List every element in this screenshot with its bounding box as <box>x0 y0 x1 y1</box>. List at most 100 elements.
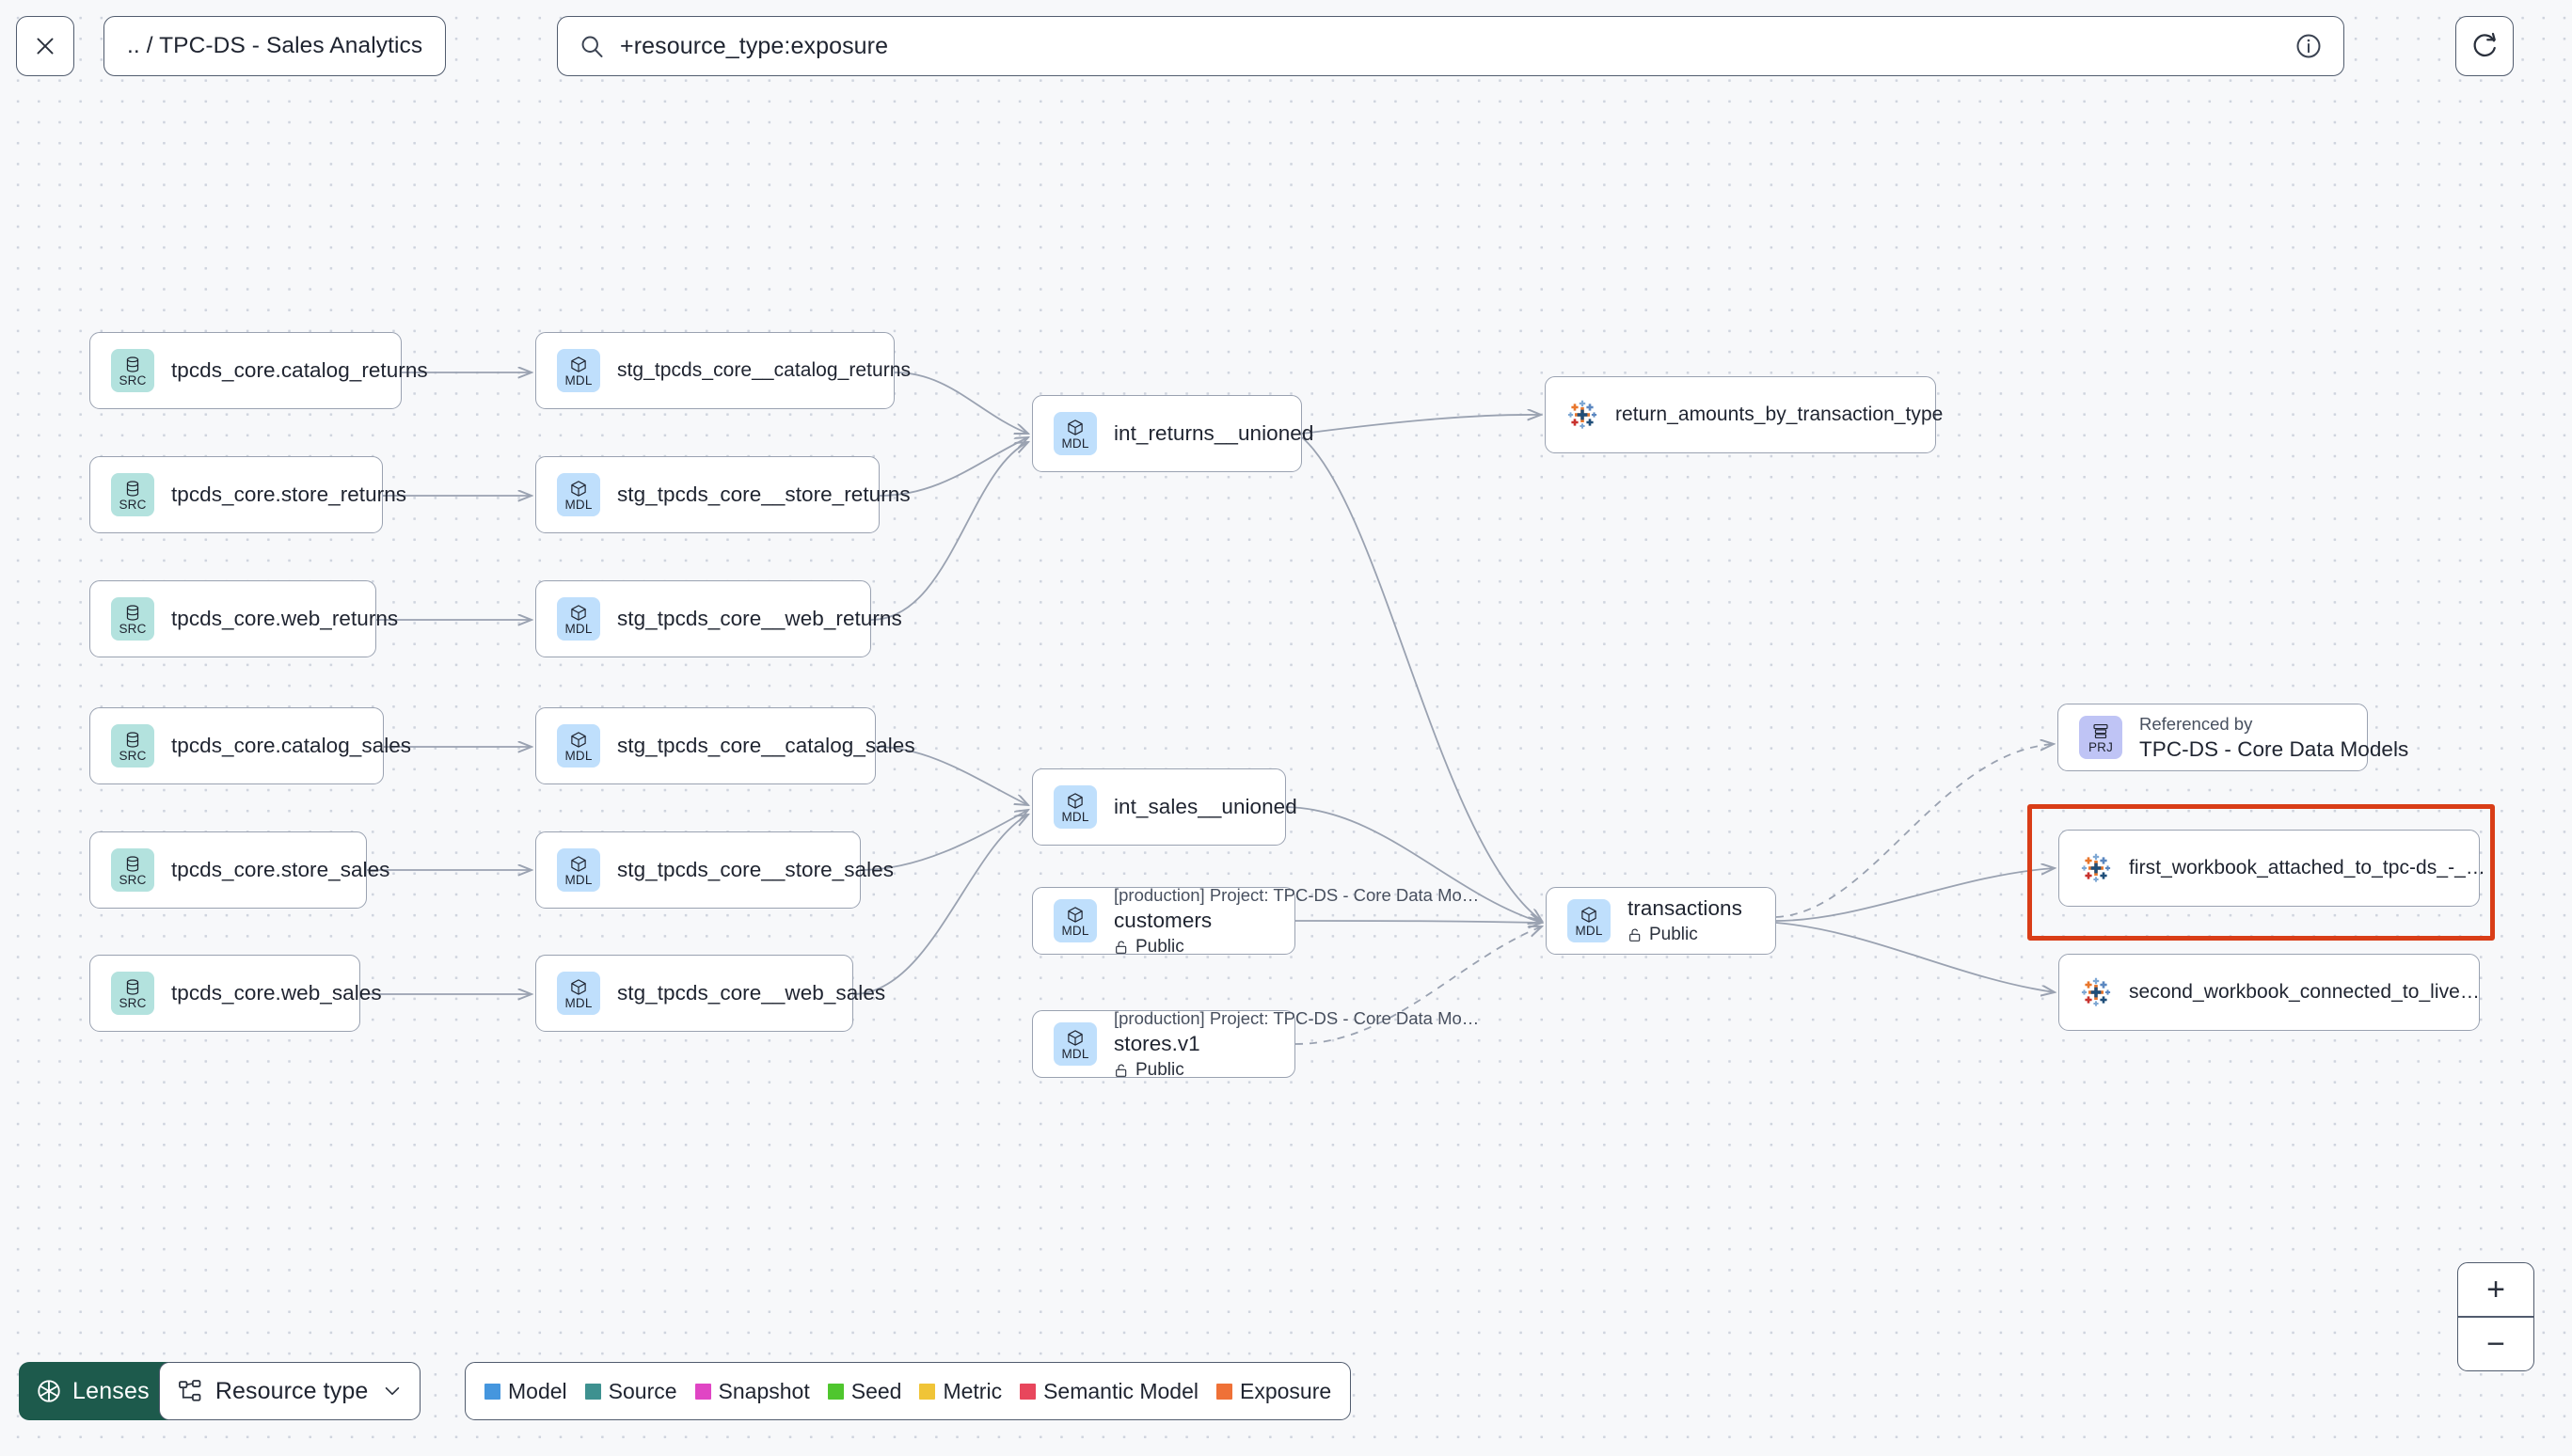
badge-type-label: MDL <box>564 872 593 887</box>
lineage-node-customers[interactable]: MDL [production] Project: TPC-DS - Core D… <box>1032 885 1479 957</box>
legend-item-source[interactable]: Source <box>584 1378 677 1404</box>
node-title: second_workbook_connected_to_live… <box>2129 981 2480 1003</box>
close-icon <box>37 38 54 55</box>
lineage-node-stores_v1[interactable]: MDL [production] Project: TPC-DS - Core D… <box>1032 1007 1480 1081</box>
info-icon[interactable] <box>2294 32 2323 60</box>
legend-label: Source <box>608 1378 677 1403</box>
node-privacy-label: Public <box>1135 936 1184 957</box>
badge-type-label: MDL <box>1061 923 1089 938</box>
zoom-divider <box>2458 1316 2533 1318</box>
legend-swatch <box>1216 1383 1232 1400</box>
node-body: int_sales__unioned <box>1114 795 1297 819</box>
node-body: [production] Project: TPC-DS - Core Data… <box>1114 885 1479 957</box>
node-title: stores.v1 <box>1114 1031 1200 1055</box>
badge-type-label: SRC <box>119 497 147 512</box>
mdl-badge: MDL <box>557 972 600 1015</box>
cube-icon <box>1068 906 1083 923</box>
node-body: stg_tpcds_core__store_sales <box>617 858 895 882</box>
project-stack-icon <box>2093 723 2108 738</box>
badge-type-label: MDL <box>564 372 593 388</box>
lenses-button[interactable]: Lenses <box>19 1362 168 1420</box>
refresh-button[interactable] <box>2455 16 2514 76</box>
mdl-badge: MDL <box>1054 785 1097 829</box>
node-title: int_returns__unioned <box>1114 421 1314 445</box>
cube-icon <box>571 731 586 748</box>
lineage-node-stg_catalog_returns[interactable]: MDL stg_tpcds_core__catalog_returns <box>535 332 912 409</box>
mdl-badge: MDL <box>557 597 600 641</box>
src-badge: SRC <box>111 848 154 892</box>
legend-swatch <box>584 1383 601 1400</box>
node-title: tpcds_core.web_returns <box>171 607 399 630</box>
badge-type-label: MDL <box>564 621 593 636</box>
resource-type-dropdown[interactable]: Resource type <box>158 1362 421 1420</box>
node-title: stg_tpcds_core__store_returns <box>617 483 911 506</box>
node-title: stg_tpcds_core__store_sales <box>617 858 895 881</box>
lineage-node-first_workbook[interactable]: first_workbook_attached_to_tpc-ds_-_… <box>2058 830 2485 907</box>
cube-icon <box>1068 792 1083 809</box>
cube-icon <box>1581 906 1596 923</box>
badge-type-label: MDL <box>564 748 593 763</box>
zoom-in-button[interactable]: + <box>2486 1272 2505 1308</box>
database-icon <box>126 604 139 621</box>
node-title: int_sales__unioned <box>1114 795 1297 818</box>
cube-icon <box>571 480 586 497</box>
node-meta-label: [production] Project: TPC-DS - Core Data… <box>1114 1007 1480 1028</box>
badge-type-label: MDL <box>1061 1046 1089 1061</box>
mdl-badge: MDL <box>557 724 600 768</box>
legend-item-snapshot[interactable]: Snapshot <box>694 1379 810 1404</box>
legend-item-seed[interactable]: Seed <box>827 1379 901 1404</box>
node-body: return_amounts_by_transaction_type <box>1615 404 1943 426</box>
lineage-node-stg_catalog_sales[interactable]: MDL stg_tpcds_core__catalog_sales <box>535 707 915 784</box>
node-title: stg_tpcds_core__catalog_returns <box>617 359 912 381</box>
legend-swatch <box>484 1383 500 1400</box>
lineage-node-transactions[interactable]: MDL transactions Public <box>1546 887 1776 955</box>
node-title: transactions <box>1627 896 1742 920</box>
breadcrumb[interactable]: .. / TPC-DS - Sales Analytics <box>103 16 447 76</box>
lineage-node-second_workbook[interactable]: second_workbook_connected_to_live… <box>2058 954 2480 1031</box>
badge-type-label: MDL <box>1575 923 1603 938</box>
src-badge: SRC <box>111 473 154 516</box>
node-body: stg_tpcds_core__catalog_sales <box>617 734 915 758</box>
node-body: int_returns__unioned <box>1114 421 1314 446</box>
close-button[interactable] <box>16 16 74 76</box>
zoom-out-button[interactable]: − <box>2486 1325 2505 1362</box>
node-body: [production] Project: TPC-DS - Core Data… <box>1114 1007 1480 1081</box>
lenses-label: Lenses <box>72 1377 150 1404</box>
legend-label: Semantic Model <box>1043 1378 1199 1403</box>
legend-item-semantic-model[interactable]: Semantic Model <box>1020 1379 1199 1404</box>
cube-icon <box>571 356 586 372</box>
legend-item-model[interactable]: Model <box>484 1379 567 1404</box>
mdl-badge: MDL <box>557 848 600 892</box>
legend-swatch <box>694 1383 711 1400</box>
resource-type-legend: Model Source Snapshot Seed Metric Semantic Mo… <box>465 1362 1352 1420</box>
node-body: tpcds_core.catalog_sales <box>171 734 411 758</box>
lineage-node-stg_store_returns[interactable]: MDL stg_tpcds_core__store_returns <box>535 456 911 533</box>
badge-type-label: MDL <box>1061 435 1089 451</box>
lineage-node-stg_store_sales[interactable]: MDL stg_tpcds_core__store_sales <box>535 831 895 909</box>
badge-type-label: MDL <box>564 497 593 512</box>
lineage-node-int_returns_unioned[interactable]: MDL int_returns__unioned <box>1032 395 1314 472</box>
search-bar[interactable] <box>557 16 2344 76</box>
legend-item-exposure[interactable]: Exposure <box>1216 1379 1331 1404</box>
search-input[interactable] <box>620 32 2283 60</box>
lineage-node-return_amounts[interactable]: return_amounts_by_transaction_type <box>1545 376 1943 453</box>
tableau-exposure-icon <box>2081 977 2111 1006</box>
refresh-icon <box>2473 32 2496 57</box>
cube-icon <box>571 604 586 621</box>
node-privacy: Public <box>1627 925 1742 945</box>
lineage-node-int_sales_unioned[interactable]: MDL int_sales__unioned <box>1032 768 1297 846</box>
database-icon <box>126 356 139 372</box>
node-meta-label: Referenced by <box>2139 713 2253 734</box>
legend-item-metric[interactable]: Metric <box>919 1379 1002 1404</box>
